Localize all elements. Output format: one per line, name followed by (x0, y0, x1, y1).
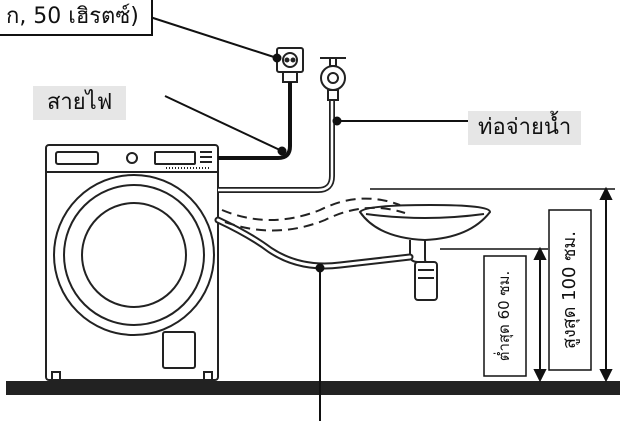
min-height-box (483, 255, 527, 377)
min-height-arrow (533, 246, 547, 383)
supply-pipe (218, 95, 335, 193)
floor (6, 381, 620, 395)
power-cord (218, 82, 292, 160)
washing-machine (45, 144, 219, 381)
min-height-label: ต่ำสุด 60 ซม. (493, 271, 514, 362)
callout-lines (149, 16, 468, 421)
supply-pipe-label: ท่อจ่ายน้ำ (468, 111, 582, 145)
water-tap (320, 57, 346, 101)
max-height-arrow (599, 186, 613, 383)
sink (358, 203, 492, 301)
max-height-box (548, 209, 592, 371)
power-cord-label: สายไฟ (33, 86, 127, 120)
drain-hose-alt (221, 197, 406, 232)
max-height-label: สูงสุด 100 ซม. (559, 231, 580, 349)
height-reference-lines (370, 188, 615, 250)
power-spec-label: ก, 50 เฮิรตซ์) (0, 0, 153, 36)
power-socket (276, 47, 304, 83)
